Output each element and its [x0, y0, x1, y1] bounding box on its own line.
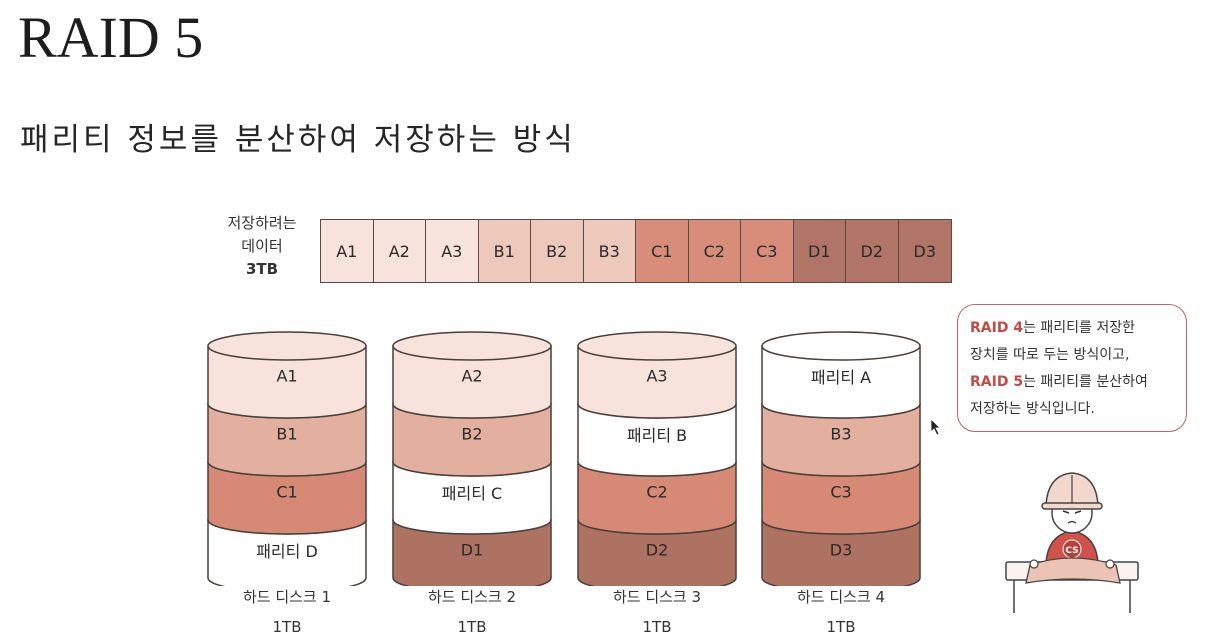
disk-name: 하드 디스크 4 [796, 588, 886, 606]
mascot-illustration: CS [1005, 472, 1139, 613]
disk-segment [207, 331, 367, 419]
data-label-size: 3TB [245, 260, 279, 278]
disk-segment-label: D3 [829, 540, 853, 560]
disk-cylinder [392, 331, 552, 586]
disk-segment-label: D1 [460, 540, 484, 560]
disk-segment-label: 패리티 C [441, 484, 503, 503]
bubble-raid5: RAID 5 [970, 374, 1024, 390]
data-block: A3 [426, 220, 479, 282]
disk-size: 1TB [642, 618, 672, 636]
bubble-raid4: RAID 4 [970, 320, 1024, 336]
disk-segment [577, 331, 737, 419]
disk-segment-label: B2 [461, 424, 483, 444]
bubble-line4: 저장하는 방식입니다. [970, 401, 1095, 417]
mascot-badge: CS [1065, 546, 1078, 556]
disk-segment-label: D2 [645, 540, 669, 560]
page-subtitle: 패리티 정보를 분산하여 저장하는 방식 [20, 122, 576, 158]
disk-segment [761, 331, 921, 419]
disk-name: 하드 디스크 3 [612, 588, 702, 606]
disk-size: 1TB [272, 618, 302, 636]
data-block: D2 [846, 220, 899, 282]
disk-size: 1TB [457, 618, 487, 636]
disk-segment-label: 패리티 B [626, 426, 688, 445]
disk-segment-label: B1 [276, 424, 298, 444]
mouse-cursor-icon [930, 418, 941, 436]
data-block: A1 [321, 220, 374, 282]
data-block: D3 [898, 220, 951, 282]
disk-segment-label: 패리티 A [810, 368, 872, 387]
disk-segment-label: B3 [830, 424, 852, 444]
disk-segment-label: A3 [646, 366, 668, 386]
disk-segment [392, 331, 552, 419]
disk-cylinder [207, 331, 367, 586]
data-block: B1 [478, 220, 531, 282]
bubble-line1: 는 패리티를 저장한 [1023, 320, 1136, 336]
data-label-line2: 데이터 [241, 237, 283, 255]
data-label-line1: 저장하려는 [227, 214, 297, 232]
disk-segment-label: A2 [461, 366, 483, 386]
data-block: B2 [531, 220, 584, 282]
disk-segment-label: C2 [646, 482, 668, 502]
data-block: C2 [688, 220, 741, 282]
disk-segment-label: 패리티 D [256, 542, 318, 561]
bubble-line3: 는 패리티를 분산하여 [1023, 374, 1148, 390]
speech-bubble: RAID 4는 패리티를 저장한 장치를 따로 두는 방식이고, RAID 5는… [957, 304, 1187, 432]
bubble-line2: 장치를 따로 두는 방식이고, [970, 347, 1130, 363]
disk-name: 하드 디스크 1 [242, 588, 332, 606]
data-block: C1 [636, 220, 689, 282]
data-block: C3 [741, 220, 794, 282]
data-block: A2 [373, 220, 426, 282]
page-title: RAID 5 [18, 5, 204, 70]
disk-segment-label: C1 [276, 482, 298, 502]
data-block: B3 [583, 220, 636, 282]
disk-cylinder [577, 331, 737, 586]
disk-segment-label: C3 [830, 482, 852, 502]
data-label: 저장하려는 데이터 3TB [210, 212, 314, 281]
disk-size: 1TB [826, 618, 856, 636]
disk-name: 하드 디스크 2 [427, 588, 517, 606]
disk-cylinder [761, 331, 921, 586]
disk-segment-label: A1 [276, 366, 298, 386]
data-block: D1 [793, 220, 846, 282]
